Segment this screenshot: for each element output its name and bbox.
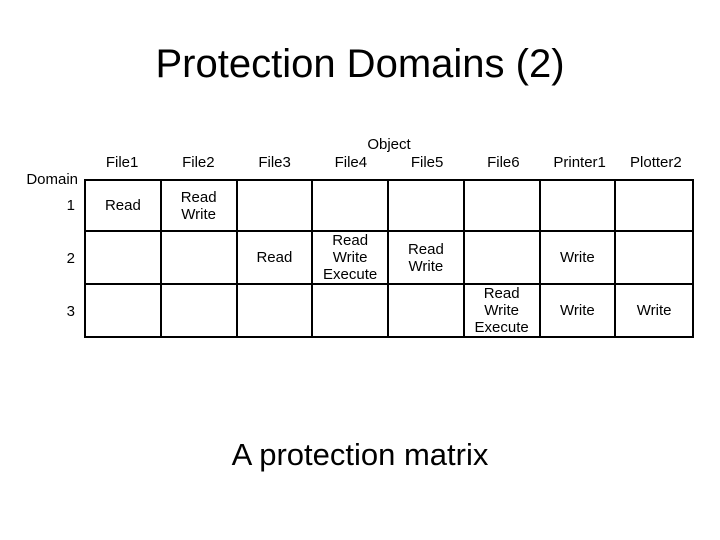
figure-caption: A protection matrix <box>231 437 489 472</box>
slide-title: Protection Domains (2) <box>155 42 565 86</box>
matrix-cell-d1-file6 <box>464 181 541 232</box>
row-label-domain-2: 2 <box>66 250 75 267</box>
matrix-cell-d3-printer1: Write <box>541 285 617 336</box>
protection-matrix-table: Read Read Write Read Read Write Execute … <box>84 179 694 338</box>
matrix-cell-d2-file6 <box>464 232 541 285</box>
column-header-file5: File5 <box>410 154 444 171</box>
matrix-cell-d1-file4 <box>313 181 389 232</box>
matrix-cell-d1-file2: Read Write <box>161 181 238 232</box>
matrix-cell-d1-file1: Read <box>86 181 162 232</box>
matrix-row-labels: 1 2 3 <box>0 179 75 338</box>
column-header-file1: File1 <box>105 154 139 171</box>
matrix-cell-d2-file1 <box>86 232 162 285</box>
column-header-file3: File3 <box>258 154 291 171</box>
column-header-file2: File2 <box>182 154 215 171</box>
matrix-cell-d3-file6: Read Write Execute <box>465 285 541 336</box>
matrix-cell-d3-file1 <box>86 285 162 336</box>
domain-axis-label: Domain <box>26 171 78 188</box>
column-header-plotter2: Plotter2 <box>630 154 682 171</box>
matrix-cell-d3-file3 <box>238 285 314 336</box>
matrix-cell-d1-printer1 <box>540 181 617 232</box>
matrix-cell-d3-file5 <box>389 285 465 336</box>
matrix-cell-d2-file3: Read <box>237 232 314 285</box>
object-axis-label: Object <box>367 136 411 153</box>
matrix-cell-d2-file2 <box>161 232 238 285</box>
matrix-cell-d2-printer1: Write <box>540 232 617 285</box>
matrix-cell-d1-file5 <box>389 181 465 232</box>
matrix-cell-d3-file4 <box>313 285 389 336</box>
matrix-cell-d2-plotter2 <box>616 232 692 285</box>
column-header-file4: File4 <box>334 154 368 171</box>
row-label-domain-3: 3 <box>66 303 75 320</box>
matrix-cell-d2-file5: Read Write <box>389 232 465 285</box>
matrix-cell-d3-file2 <box>162 285 238 336</box>
column-header-file6: File6 <box>487 154 520 171</box>
matrix-cell-d2-file4: Read Write Execute <box>313 232 389 285</box>
matrix-cell-d1-plotter2 <box>616 181 692 232</box>
row-label-domain-1: 1 <box>66 197 75 214</box>
matrix-cell-d3-plotter2: Write <box>636 302 672 319</box>
matrix-cell-d1-file3 <box>237 181 314 232</box>
column-header-printer1: Printer1 <box>553 154 606 171</box>
matrix-column-headers: File1 File2 File3 File4 File5 File6 Prin… <box>84 154 694 171</box>
